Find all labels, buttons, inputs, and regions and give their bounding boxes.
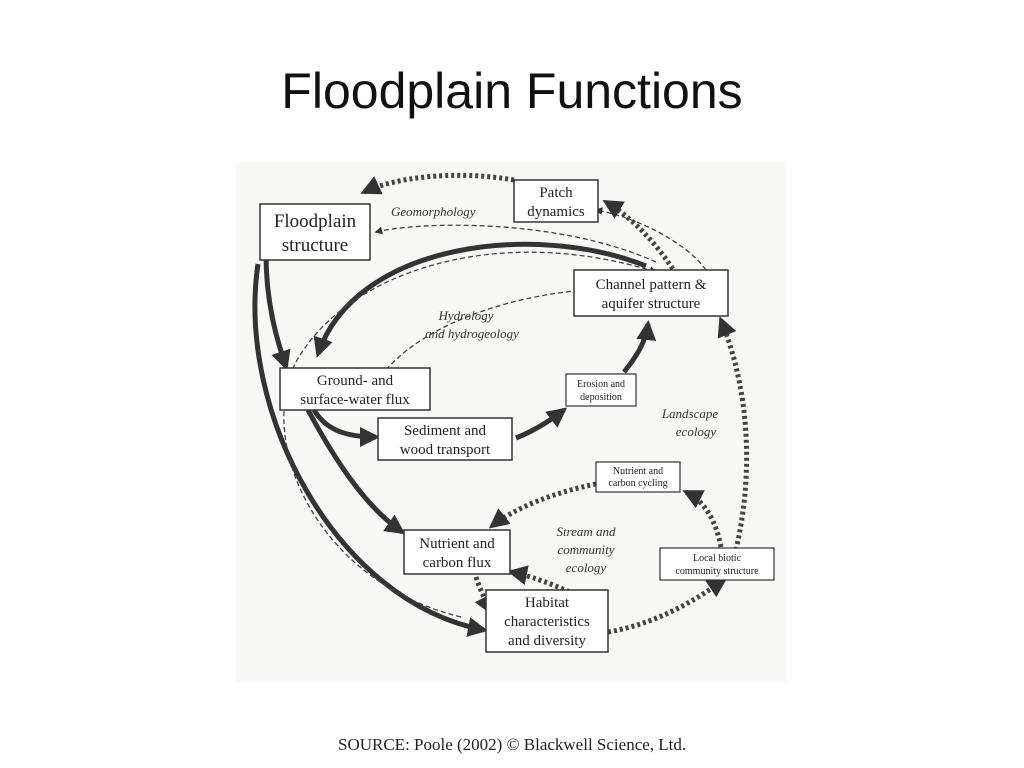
node-groundwater-flux: Ground- and surface-water flux (279, 367, 431, 411)
sediment-transport-line-1: Sediment and (404, 423, 487, 439)
arrow-dashed-outer-loop (283, 251, 658, 618)
arrow-floodplain-to-habitat (252, 263, 488, 637)
label-hydrology-line-2: and hydrogeology (425, 326, 519, 341)
dotted-ecology-arrows (360, 172, 750, 635)
patch-dynamics-line-2: dynamics (527, 204, 585, 220)
arrow-dashed-channel-floodplain (374, 224, 657, 263)
label-stream-line-2: community (557, 542, 614, 557)
label-landscape-line-1: Landscape (661, 406, 719, 421)
patch-dynamics-line-1: Patch (539, 185, 573, 201)
erosion-deposition-line-2: deposition (580, 392, 622, 403)
solid-flow-arrows (252, 241, 657, 637)
floodplain-functions-diagram: Floodplain structure Patch dynamics Chan… (236, 162, 786, 682)
arrow-floodplain-to-groundwater (263, 253, 291, 371)
arrow-local-to-nutrient-cycling (682, 489, 724, 548)
channel-pattern-line-1: Channel pattern & (596, 277, 707, 293)
label-hydrology-line-1: Hydrology (437, 308, 493, 323)
groundwater-flux-line-2: surface-water flux (300, 392, 410, 408)
node-nutrient-flux: Nutrient and carbon flux (403, 529, 511, 575)
node-erosion-deposition: Erosion and deposition (565, 373, 637, 407)
floodplain-structure-line-1: Floodplain (274, 211, 357, 232)
arrow-channel-to-patch (602, 199, 679, 276)
habitat-line-2: characteristics (504, 614, 590, 630)
nutrient-flux-line-1: Nutrient and (419, 536, 495, 552)
arrow-habitat-to-local (607, 577, 728, 635)
label-stream-line-3: ecology (566, 560, 607, 575)
node-local-biotic: Local biotic community structure (659, 547, 775, 581)
arrow-groundwater-to-nutrient (305, 408, 406, 535)
node-patch-dynamics: Patch dynamics (513, 179, 599, 223)
source-citation: SOURCE: Poole (2002) © Blackwell Science… (338, 735, 687, 754)
local-biotic-line-2: community structure (675, 566, 759, 577)
arrow-sediment-to-erosion (515, 407, 568, 441)
node-sediment-transport: Sediment and wood transport (377, 417, 513, 461)
arrow-local-to-channel (717, 316, 750, 551)
label-geomorphology: Geomorphology (391, 204, 476, 219)
groundwater-flux-line-1: Ground- and (317, 373, 394, 389)
erosion-deposition-line-1: Erosion and (577, 379, 625, 390)
channel-pattern-line-2: aquifer structure (602, 296, 701, 312)
arrow-channel-to-groundwater (313, 241, 647, 358)
arrow-groundwater-to-sediment (311, 408, 380, 447)
node-nutrient-cycling: Nutrient and carbon cycling (595, 461, 681, 493)
arrow-erosion-to-channel (622, 320, 657, 374)
label-stream-line-1: Stream and (556, 524, 616, 539)
arrow-habitat-to-nutrient-flux (507, 565, 608, 615)
arrow-nutrient-flux-to-habitat (473, 576, 494, 616)
node-floodplain-structure: Floodplain structure (259, 203, 371, 261)
habitat-line-1: Habitat (525, 595, 570, 611)
label-landscape-line-2: ecology (676, 424, 717, 439)
node-channel-pattern: Channel pattern & aquifer structure (573, 269, 729, 317)
nutrient-cycling-line-1: Nutrient and (613, 466, 663, 477)
floodplain-structure-line-2: structure (282, 235, 348, 256)
arrow-patch-to-floodplain (360, 172, 515, 195)
slide-title: Floodplain Functions (281, 63, 743, 119)
node-habitat: Habitat characteristics and diversity (485, 589, 609, 653)
arrow-nutrient-cycling-to-flux (488, 481, 597, 529)
local-biotic-line-1: Local biotic (693, 553, 742, 564)
habitat-line-3: and diversity (508, 633, 586, 649)
nutrient-flux-line-2: carbon flux (423, 555, 492, 571)
sediment-transport-line-2: wood transport (400, 442, 491, 458)
nutrient-cycling-line-2: carbon cycling (608, 478, 667, 489)
